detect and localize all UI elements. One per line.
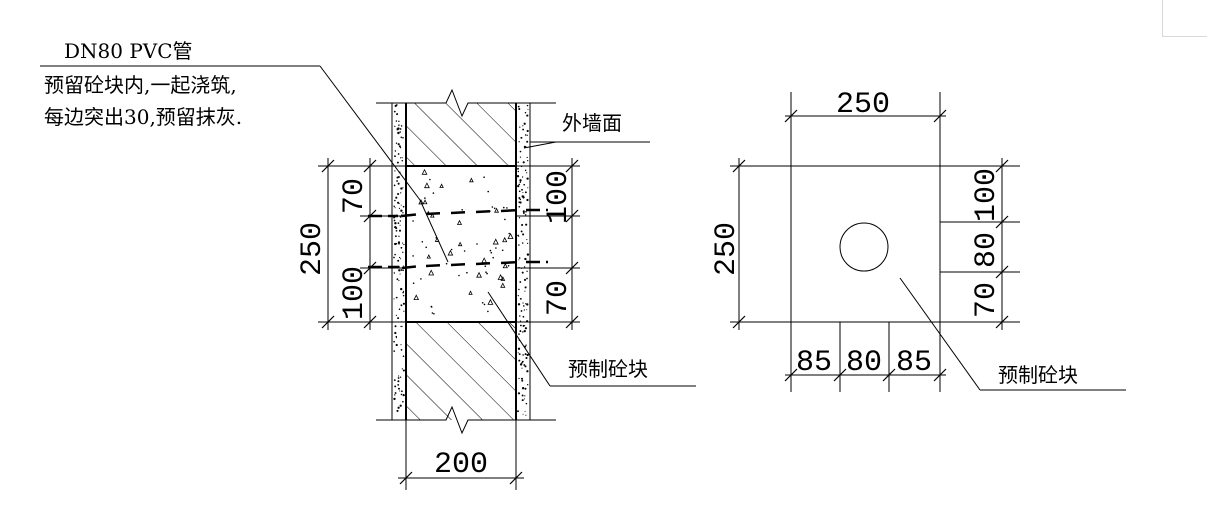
- pipe-opening-circle: [839, 222, 889, 272]
- precast-label-section: 预制砼块: [568, 357, 648, 381]
- dim-elev-r2: 80: [970, 232, 1004, 268]
- plaster-left: [391, 102, 407, 421]
- section-view: 250 70 100 100 70 200 DN80 PVC管 预留砼块内,一起…: [40, 39, 696, 490]
- dim-elev-b2: 80: [846, 346, 882, 380]
- outer-wall-label: 外墙面: [562, 111, 622, 135]
- dim-elev-b3: 85: [896, 346, 932, 380]
- dim-section-top-right: 100: [542, 170, 576, 224]
- pipe-line-top: [368, 208, 548, 218]
- dim-section-bottom-left: 100: [338, 266, 372, 320]
- pipe-label: DN80 PVC管: [64, 39, 193, 63]
- wall-hatch-bottom: [406, 322, 516, 420]
- dim-elev-height: 250: [710, 222, 744, 276]
- precast-block-section: [405, 165, 517, 323]
- dim-elev-width: 250: [836, 88, 890, 122]
- pipe-note-line1: 预留砼块内,一起浇筑,: [44, 73, 237, 97]
- corner-widget: [1162, 0, 1207, 37]
- dim-section-wall: 200: [434, 448, 488, 482]
- dim-section-total: 250: [296, 222, 330, 276]
- dim-elev-r3: 70: [970, 282, 1004, 318]
- pipe-note-line2: 每边突出30,预留抹灰.: [44, 105, 242, 129]
- dim-elev-r1: 100: [970, 168, 1004, 222]
- elevation-view: 250 250 100 80 70 85 80 85: [710, 88, 1126, 392]
- break-line-bottom: [376, 405, 556, 435]
- dim-section-top-left: 70: [338, 178, 372, 214]
- precast-block-elevation: [790, 165, 941, 323]
- dim-elev-b1: 85: [796, 346, 832, 380]
- precast-label-elevation: 预制砼块: [998, 363, 1078, 387]
- pipe-line-bottom: [368, 260, 548, 270]
- dim-section-bottom-right: 70: [542, 280, 576, 316]
- break-line-top: [376, 88, 556, 118]
